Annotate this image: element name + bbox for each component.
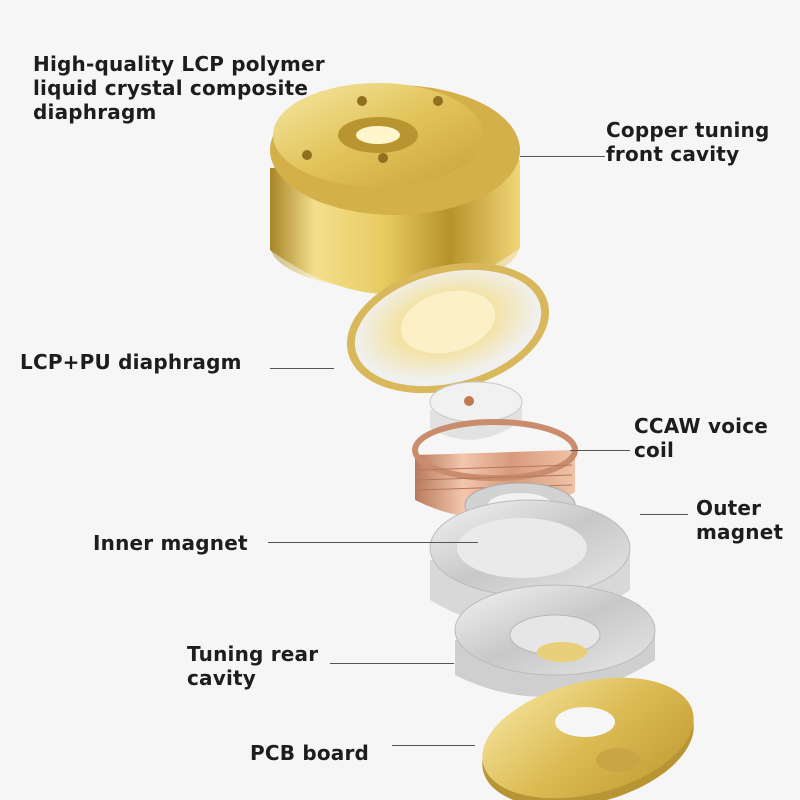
lcp-pu-diaphragm-shape: [346, 262, 550, 394]
leader-outer-magnet: [640, 514, 688, 515]
leader-ccaw-coil: [570, 450, 630, 451]
leader-pcb-board: [392, 745, 475, 746]
label-outer-magnet: Outer magnet: [696, 496, 784, 544]
leader-copper-cavity: [520, 156, 605, 157]
label-lcp-pu: LCP+PU diaphragm: [20, 350, 242, 374]
label-pcb-board: PCB board: [250, 741, 370, 765]
leader-inner-magnet: [268, 542, 478, 543]
label-copper-cavity: Copper tuning front cavity: [606, 118, 770, 166]
label-rear-cavity: Tuning rear cavity: [187, 642, 319, 690]
label-inner-magnet: Inner magnet: [93, 531, 248, 555]
label-ccaw-coil: CCAW voice coil: [634, 414, 769, 462]
leader-lcp-pu: [270, 368, 334, 369]
leader-rear-cavity: [330, 663, 454, 664]
pcb-board-shape: [482, 677, 694, 800]
label-lcp-polymer: High-quality LCP polymer liquid crystal …: [33, 52, 325, 124]
